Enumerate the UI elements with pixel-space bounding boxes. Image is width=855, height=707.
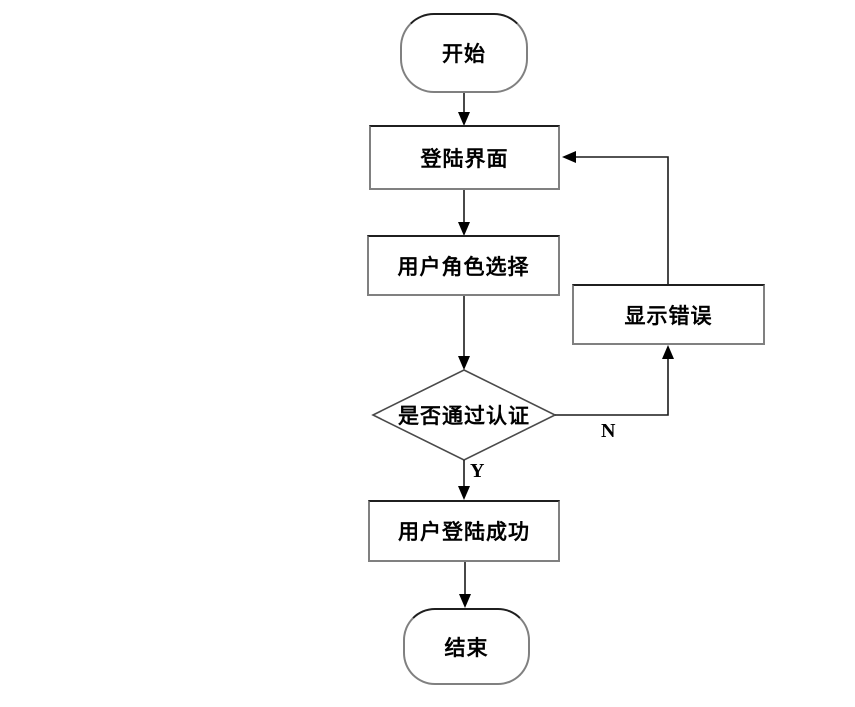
node-success-label: 用户登陆成功: [398, 520, 530, 544]
edge-error-login: [576, 156, 669, 284]
node-auth-decision: 是否通过认证: [373, 370, 555, 460]
node-login-screen: 登陆界面: [369, 125, 560, 190]
arrow-down-icon: [458, 112, 470, 126]
node-start-label: 开始: [442, 42, 486, 66]
arrow-down-icon: [458, 222, 470, 236]
node-show-error: 显示错误: [572, 284, 765, 345]
arrow-down-icon: [458, 486, 470, 500]
arrow-down-icon: [458, 356, 470, 370]
arrow-up-icon: [662, 345, 674, 359]
node-start: 开始: [400, 13, 528, 93]
node-decision-label: 是否通过认证: [398, 404, 530, 428]
arrow-left-icon: [562, 151, 576, 163]
node-role-label: 用户角色选择: [397, 254, 530, 279]
node-login-success: 用户登陆成功: [368, 500, 560, 562]
node-end: 结束: [403, 608, 530, 685]
node-error-label: 显示错误: [624, 303, 713, 328]
branch-label-yes: Y: [470, 460, 485, 482]
arrow-down-icon: [459, 594, 471, 608]
node-end-label: 结束: [444, 635, 489, 660]
branch-label-no: N: [601, 420, 616, 442]
node-role-select: 用户角色选择: [367, 235, 560, 296]
edge-decision-error: [555, 359, 669, 416]
node-login-label: 登陆界面: [420, 146, 509, 171]
